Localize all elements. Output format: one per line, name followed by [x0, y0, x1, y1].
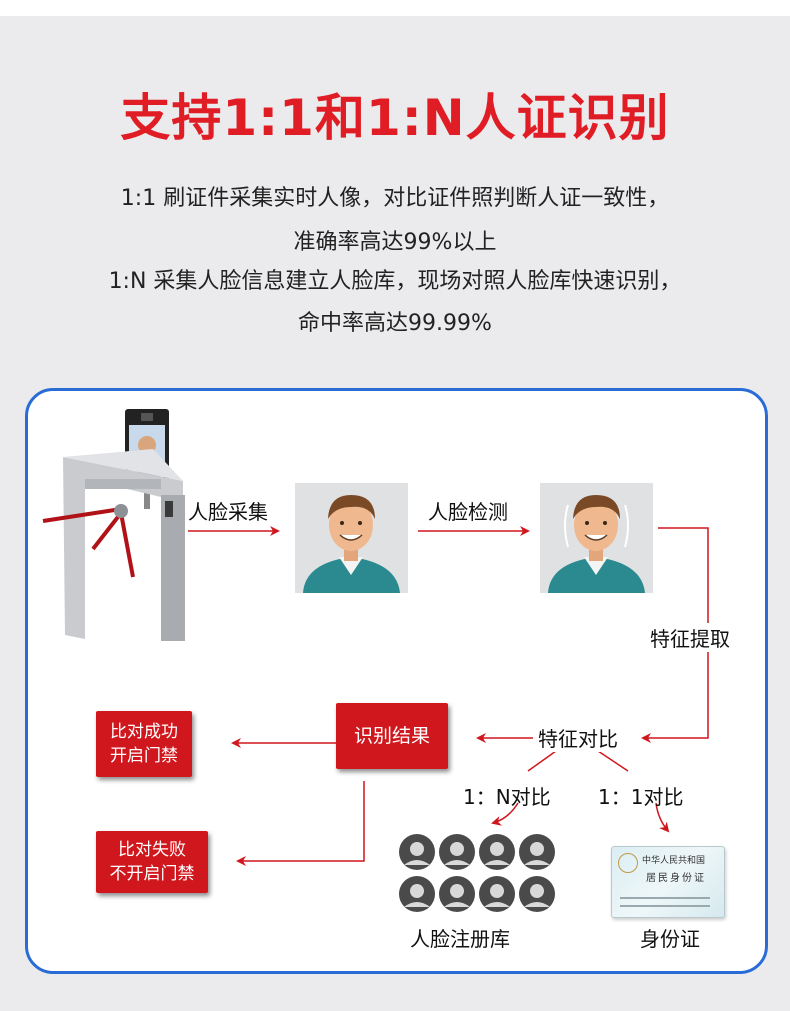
flow-panel: 人脸采集 人脸检测 特征提取 特征对比 [25, 388, 768, 974]
id-card-line-1: 中华人民共和国 [642, 853, 705, 866]
fail-line-2: 不开启门禁 [96, 862, 208, 886]
description-line-1: 1:1 刷证件采集实时人像，对比证件照判断人证一致性， [0, 180, 790, 212]
description-line-4: 命中率高达99.99% [0, 305, 790, 337]
fail-box: 比对失败 不开启门禁 [96, 831, 208, 893]
fail-line-1: 比对失败 [96, 838, 208, 862]
person-avatar-icon [295, 483, 408, 593]
feature-extract-label: 特征提取 [648, 623, 732, 652]
person-avatar-detect-icon [540, 483, 653, 593]
id-card-line-2: 居民身份证 [646, 869, 706, 884]
success-box: 比对成功 开启门禁 [96, 711, 192, 777]
top-band [0, 0, 790, 16]
success-line-1: 比对成功 [96, 720, 192, 744]
turnstile-icon [33, 409, 208, 649]
face-library-label: 人脸注册库 [410, 923, 510, 952]
feature-compare-label: 特征对比 [538, 723, 618, 752]
description-line-3: 1:N 采集人脸信息建立人脸库，现场对照人脸库快速识别， [0, 263, 790, 295]
face-photo-capture [295, 483, 408, 593]
face-detect-label: 人脸检测 [428, 496, 508, 525]
face-capture-label: 人脸采集 [188, 496, 268, 525]
face-library-icon [398, 833, 558, 915]
one-to-one-label: 1：1对比 [598, 781, 683, 810]
success-line-2: 开启门禁 [96, 744, 192, 768]
page-title: 支持1:1和1:N人证识别 [0, 78, 790, 150]
result-label: 识别结果 [336, 724, 448, 748]
result-box: 识别结果 [336, 703, 448, 769]
face-photo-detect [540, 483, 653, 593]
id-card-icon: 中华人民共和国 居民身份证 [611, 846, 725, 918]
one-to-n-label: 1：N对比 [463, 781, 551, 810]
id-card-label: 身份证 [640, 923, 700, 952]
description-line-2: 准确率高达99%以上 [0, 224, 790, 256]
